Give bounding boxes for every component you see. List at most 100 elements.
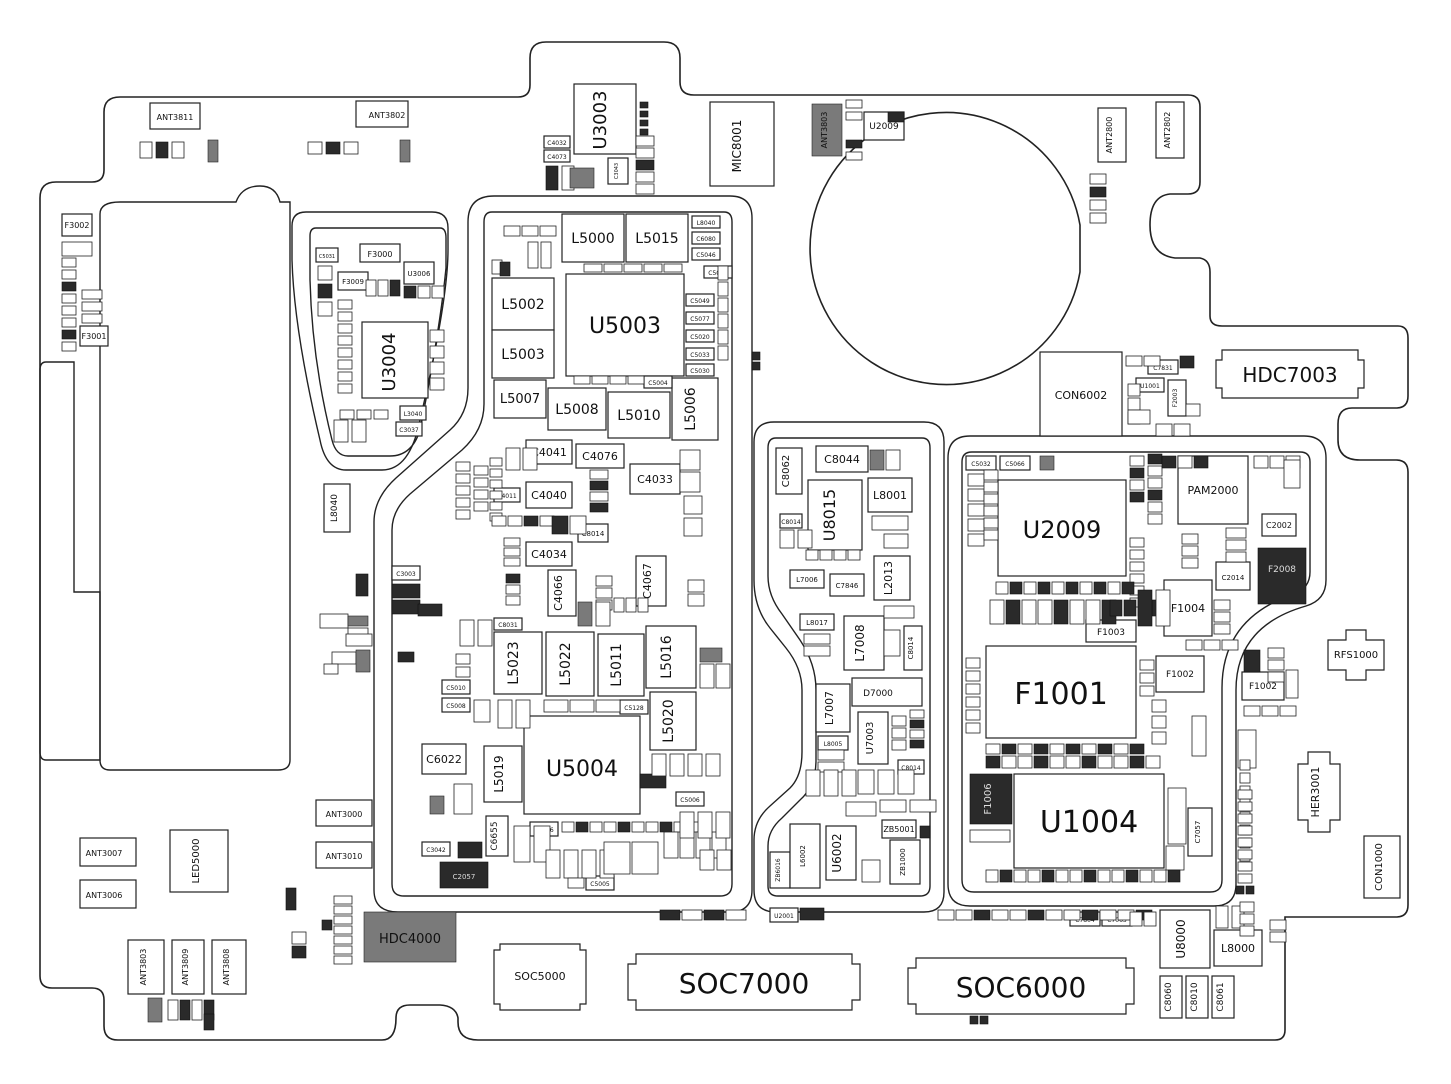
part-l6002[interactable]: ZB5001 xyxy=(881,819,917,839)
cap-c5005[interactable]: C5010 xyxy=(441,679,471,695)
part-c8044[interactable]: C8044 xyxy=(815,445,869,473)
part-rfs1000[interactable]: RFS1000 xyxy=(1327,629,1385,681)
part-con1000[interactable]: CON1000 xyxy=(1363,835,1401,899)
part-u5004[interactable]: U5004 xyxy=(523,715,641,815)
cap-c7804[interactable]: C8014 xyxy=(903,625,923,671)
part-l5019[interactable]: L5019 xyxy=(483,745,523,803)
part-f3000[interactable]: F3000 xyxy=(359,243,401,263)
part-l5011[interactable]: L5011 xyxy=(597,633,645,697)
cap-c8014[interactable]: C8014 xyxy=(779,513,803,529)
part-f2003[interactable]: C2002 xyxy=(1261,513,1297,537)
part-u3004[interactable]: U3004 xyxy=(361,321,429,399)
part-l5016[interactable]: L5016 xyxy=(645,625,697,689)
part-f2008[interactable]: F2008 xyxy=(1257,547,1307,605)
part-hdc7003[interactable]: HDC7003 xyxy=(1215,349,1365,399)
part-ant2802[interactable]: ANT2802 xyxy=(1155,101,1185,159)
part-c7846[interactable]: L8005 xyxy=(817,735,849,751)
part-c6080[interactable]: L8040 xyxy=(323,483,351,533)
part-soc6000[interactable]: SOC6000 xyxy=(907,957,1135,1015)
cap-c3042[interactable]: C4032 xyxy=(543,135,571,149)
part-c8003[interactable]: ZB6016 xyxy=(769,851,791,889)
part-ant3006[interactable]: ANT3006 xyxy=(79,879,137,909)
part-u7003[interactable]: U7003 xyxy=(857,711,889,765)
part-c6655[interactable]: C6655 xyxy=(485,815,509,857)
part-f1004[interactable]: F1004 xyxy=(1163,579,1213,637)
part-led5000[interactable]: LED5000 xyxy=(169,829,229,893)
part-l8001[interactable]: L8001 xyxy=(867,477,913,513)
part-ant3802[interactable]: ANT3802 xyxy=(355,100,409,128)
part-ant2800[interactable]: ANT2800 xyxy=(1097,107,1127,163)
part-c2057[interactable]: L7006 xyxy=(789,569,825,589)
cap-c5010[interactable]: C3003 xyxy=(391,565,421,581)
cap-c5049[interactable]: C5046 xyxy=(691,247,721,261)
part-f1002[interactable]: F1002 xyxy=(1155,655,1205,693)
part-c4076[interactable]: C4076 xyxy=(575,443,625,469)
part-c4034[interactable]: C4034 xyxy=(525,541,573,567)
cap-c3003[interactable]: C3043 xyxy=(607,157,629,185)
part-c8010[interactable]: C8010 xyxy=(1185,975,1209,1019)
part-l7007[interactable]: L7007 xyxy=(815,683,851,733)
part-zb1000[interactable]: C7057 xyxy=(1187,807,1213,857)
cap-c5031[interactable]: C5033 xyxy=(685,347,715,361)
cap-c4011[interactable]: C8031 xyxy=(493,617,523,631)
part-c2002[interactable]: C5066 xyxy=(999,455,1031,471)
part-hdc4000[interactable]: HDC4000 xyxy=(363,911,457,963)
part-l5002[interactable]: L5002 xyxy=(491,277,555,331)
part-c8062[interactable]: C8062 xyxy=(775,447,803,495)
part-u3003[interactable]: U3003 xyxy=(573,83,637,155)
part-u8000[interactable]: U8000 xyxy=(1159,909,1211,969)
part-u3006[interactable]: U3006 xyxy=(403,261,435,285)
part-her3001[interactable]: HER3001 xyxy=(1297,751,1341,833)
part-l5015[interactable]: L5015 xyxy=(625,213,689,263)
part-l5006[interactable]: L5006 xyxy=(671,377,719,441)
part-c6022[interactable]: C6022 xyxy=(421,743,467,775)
part-l5007[interactable]: L5007 xyxy=(493,379,547,419)
part-c8061[interactable]: C8061 xyxy=(1211,975,1235,1019)
part-f3009[interactable]: F3009 xyxy=(337,271,369,291)
part-l3040[interactable]: C5031 xyxy=(315,247,339,263)
part-c7057[interactable]: U2001 xyxy=(769,907,799,923)
cap-c5052[interactable]: C6080 xyxy=(691,231,721,245)
part-u5003[interactable]: U5003 xyxy=(565,273,685,377)
part-f1001[interactable]: F1001 xyxy=(985,645,1137,739)
cap-c5046[interactable]: L8040 xyxy=(691,215,721,229)
part-f1006[interactable]: F1006 xyxy=(969,773,1013,825)
part-soc7000[interactable]: SOC7000 xyxy=(627,953,861,1011)
cap-c5036[interactable]: C5020 xyxy=(685,329,715,343)
part-l5020[interactable]: L5020 xyxy=(649,691,697,751)
part-zb6001[interactable]: L6002 xyxy=(789,823,821,889)
cap-c3037[interactable]: L3040 xyxy=(399,405,427,421)
cap-c5126[interactable]: C5006 xyxy=(675,791,705,807)
part-soc5000[interactable]: SOC5000 xyxy=(493,943,587,1011)
part-ant3803-bottom[interactable]: ANT3803 xyxy=(127,939,165,995)
part-l5023[interactable]: L5023 xyxy=(493,631,543,695)
part-u2001[interactable]: C7846 xyxy=(829,573,865,597)
part-c7831[interactable]: F2003 xyxy=(1167,379,1187,417)
part-mic8001[interactable]: MIC8001 xyxy=(709,101,775,187)
part-l7006[interactable]: L8017 xyxy=(799,613,835,631)
part-c4040[interactable]: C4040 xyxy=(525,481,573,509)
part-ant3000[interactable]: ANT3000 xyxy=(315,799,373,827)
part-l5022[interactable]: L5022 xyxy=(545,631,595,697)
cap-c3043[interactable]: C4073 xyxy=(543,149,571,163)
part-c4066[interactable]: C4066 xyxy=(547,569,577,617)
part-u8015[interactable]: U8015 xyxy=(807,479,863,551)
cap-c5033[interactable]: C5030 xyxy=(685,363,715,377)
part-u6002[interactable]: U6002 xyxy=(825,825,857,881)
cap-c3030[interactable]: C3037 xyxy=(395,421,423,437)
part-l5010[interactable]: L5010 xyxy=(607,391,671,439)
part-con6002[interactable]: CON6002 xyxy=(1039,351,1123,437)
part-zb6016[interactable]: ZB1000 xyxy=(889,839,921,885)
part-ant3809[interactable]: ANT3809 xyxy=(171,939,205,995)
part-ant3007[interactable]: ANT3007 xyxy=(79,837,137,867)
part-l5000[interactable]: L5000 xyxy=(561,213,625,263)
part-l2013[interactable]: L2013 xyxy=(873,555,911,601)
cap-c5066[interactable]: C5128 xyxy=(619,699,649,715)
part-zb5001[interactable]: C2057 xyxy=(439,861,489,889)
cap-c5008[interactable]: C3042 xyxy=(421,841,451,857)
part-c8060[interactable]: C8060 xyxy=(1159,975,1183,1019)
part-ant3803[interactable]: ANT3803 xyxy=(811,103,843,157)
part-u1004[interactable]: U1004 xyxy=(1013,773,1165,869)
cap-c5020[interactable]: C5049 xyxy=(685,293,715,307)
cap-c5030[interactable]: C5077 xyxy=(685,311,715,325)
